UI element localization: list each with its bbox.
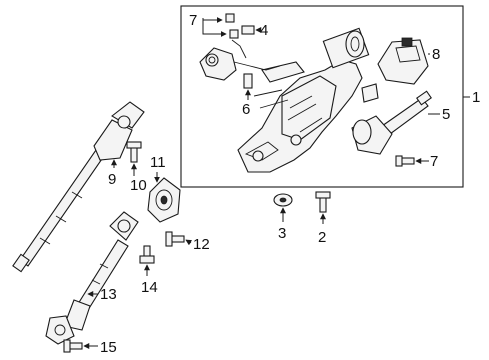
bolt-7-right: [395, 155, 415, 167]
boot-seal: [147, 177, 181, 223]
leader-7-top: [202, 17, 223, 23]
callout-8: 8: [432, 46, 440, 63]
lower-shaft: [45, 211, 139, 345]
bolt-15: [63, 339, 83, 353]
callout-5: 5: [442, 106, 450, 123]
callout-1: 1: [472, 89, 480, 106]
callout-15: 15: [100, 339, 117, 356]
callout-14: 14: [141, 279, 158, 296]
callout-11: 11: [150, 154, 166, 171]
callout-3: 3: [278, 225, 286, 242]
bolt-12: [165, 231, 185, 247]
callout-6: 6: [242, 101, 250, 118]
callout-7-top: 7: [189, 12, 197, 29]
callout-7-right: 7: [430, 153, 438, 170]
lock-module: [377, 37, 429, 85]
callout-12: 12: [193, 236, 210, 253]
callout-9: 9: [108, 171, 116, 188]
tilt-motor: [351, 90, 432, 155]
callout-4: 4: [260, 22, 268, 39]
leader-7-top-b: [202, 20, 227, 37]
bolt-14: [139, 245, 155, 264]
steering-column-assembly: [237, 27, 379, 173]
callout-2: 2: [318, 229, 326, 246]
callout-10: 10: [130, 177, 147, 194]
leader-12: [185, 239, 193, 246]
sensor-harness: [199, 13, 281, 89]
callout-13: 13: [100, 286, 117, 303]
bolt-2: [315, 191, 331, 213]
intermediate-shaft: [12, 101, 145, 273]
bolt-10: [126, 141, 142, 163]
washer-3: [273, 193, 293, 207]
